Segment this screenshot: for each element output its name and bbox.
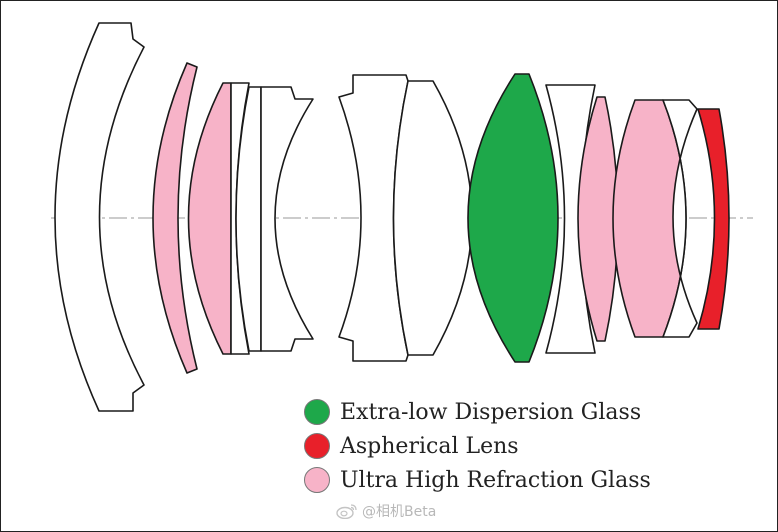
lens-element-5 <box>235 86 262 352</box>
lens-element-8 <box>392 80 473 356</box>
watermark: @相机Beta <box>336 501 436 521</box>
lens-element-11 <box>577 96 619 342</box>
legend-label: Extra-low Dispersion Glass <box>340 399 642 425</box>
lens-element-3 <box>187 82 232 355</box>
lens-element-13 <box>662 99 698 338</box>
legend-label: Ultra High Refraction Glass <box>340 467 651 493</box>
legend: Extra-low Dispersion Glass Aspherical Le… <box>304 395 651 497</box>
legend-swatch-red <box>304 433 330 459</box>
legend-item-extra-low-dispersion: Extra-low Dispersion Glass <box>304 395 651 429</box>
lens-element-9 <box>467 73 559 363</box>
watermark-text: @相机Beta <box>362 504 437 520</box>
lens-element-6 <box>260 86 314 352</box>
lens-element-2 <box>152 62 198 374</box>
lens-element-14 <box>697 108 730 330</box>
legend-item-aspherical: Aspherical Lens <box>304 429 651 463</box>
legend-label: Aspherical Lens <box>340 433 519 459</box>
weibo-icon <box>336 503 358 519</box>
legend-swatch-pink <box>304 467 330 493</box>
legend-item-ultra-high-refraction: Ultra High Refraction Glass <box>304 463 651 497</box>
legend-swatch-green <box>304 399 330 425</box>
lens-element-1 <box>54 22 145 412</box>
